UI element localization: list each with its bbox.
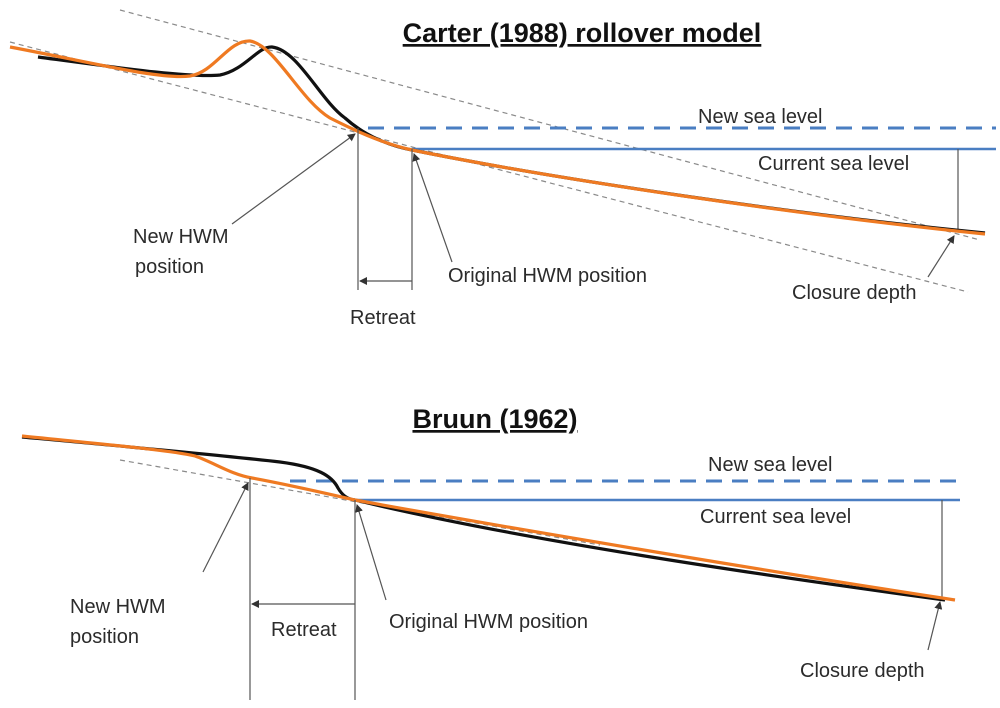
bruun-new-hwm-label-line2: position	[70, 626, 139, 648]
carter-closure-depth-leader	[927, 235, 955, 278]
bruun-new-hwm-leader	[202, 482, 249, 573]
carter-original-hwm-leader	[412, 153, 453, 263]
bruun-new-hwm-label-line1: New HWM	[70, 596, 166, 618]
bruun-original-profile	[21, 435, 946, 602]
carter-title: Carter (1988) rollover model	[403, 18, 762, 48]
carter-retreat-label: Retreat	[350, 307, 416, 329]
carter-original-hwm-label: Original HWM position	[448, 265, 647, 287]
bruun-panel: Bruun (1962) New sea level Current sea l…	[21, 404, 960, 700]
bruun-current-sea-level-label: Current sea level	[700, 506, 851, 528]
bruun-new-profile	[21, 434, 956, 602]
bruun-title: Bruun (1962)	[412, 404, 577, 434]
carter-closure-depth-label: Closure depth	[792, 282, 917, 304]
carter-new-hwm-leader	[231, 133, 356, 225]
carter-new-hwm-label-line1: New HWM	[133, 226, 229, 248]
bruun-closure-depth-label: Closure depth	[800, 660, 925, 682]
carter-guide-lower	[9, 41, 969, 293]
bruun-new-sea-level-label: New sea level	[708, 454, 833, 476]
carter-new-hwm-label-line2: position	[135, 256, 204, 278]
carter-new-sea-level-label: New sea level	[698, 106, 823, 128]
carter-original-profile	[37, 45, 986, 235]
bruun-closure-depth-leader	[927, 601, 943, 651]
bruun-original-hwm-label: Original HWM position	[389, 611, 588, 633]
bruun-retreat-label: Retreat	[271, 619, 337, 641]
carter-panel: Carter (1988) rollover model New sea lev…	[9, 9, 996, 329]
carter-new-profile	[9, 39, 986, 236]
bruun-original-hwm-leader	[355, 504, 387, 601]
carter-current-sea-level-label: Current sea level	[758, 153, 909, 175]
